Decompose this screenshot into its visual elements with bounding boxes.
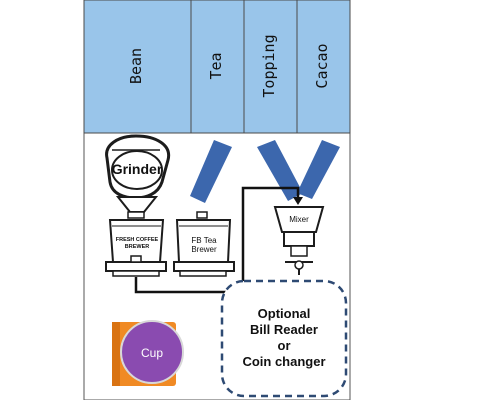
flow-arrow-head xyxy=(293,197,303,205)
canister-label-cacao: Cacao xyxy=(313,43,331,88)
cup-circle xyxy=(120,320,184,384)
grinder: Grinder xyxy=(105,134,171,219)
tea-chute xyxy=(190,140,232,203)
canister-bean xyxy=(83,0,192,134)
canister-cacao xyxy=(296,0,351,134)
payment-box: Optional Bill Reader or Coin changer xyxy=(220,279,348,398)
tea-brewer-label-1: FB Tea xyxy=(191,236,217,245)
flow-line xyxy=(134,186,300,294)
canister-topping xyxy=(243,0,298,134)
payment-line-3: or xyxy=(278,338,291,353)
tea-brewer: FB Tea Brewer xyxy=(173,211,235,277)
canister-label-tea: Tea xyxy=(207,52,225,79)
coffee-brewer: FRESH COFFEE BREWER xyxy=(105,219,167,277)
payment-line-2: Bill Reader xyxy=(250,322,318,337)
topping-chute xyxy=(257,140,303,201)
canister-panel: Bean Tea Topping Cacao xyxy=(83,0,351,134)
mixer: Mixer xyxy=(273,206,325,275)
cup-label: Cup xyxy=(141,346,163,360)
mixer-label: Mixer xyxy=(289,215,309,224)
canister-label-topping: Topping xyxy=(260,34,278,97)
payment-line-1: Optional xyxy=(258,306,311,321)
grinder-label: Grinder xyxy=(112,161,163,177)
payment-line-4: Coin changer xyxy=(242,354,325,369)
canister-label-bean: Bean xyxy=(127,48,145,84)
tea-brewer-label-2: Brewer xyxy=(191,245,217,254)
cup-dispenser: Cup xyxy=(112,320,184,386)
coffee-brewer-label-1: FRESH COFFEE xyxy=(116,237,159,243)
coffee-brewer-label-2: BREWER xyxy=(125,244,149,250)
cacao-chute xyxy=(297,140,340,199)
